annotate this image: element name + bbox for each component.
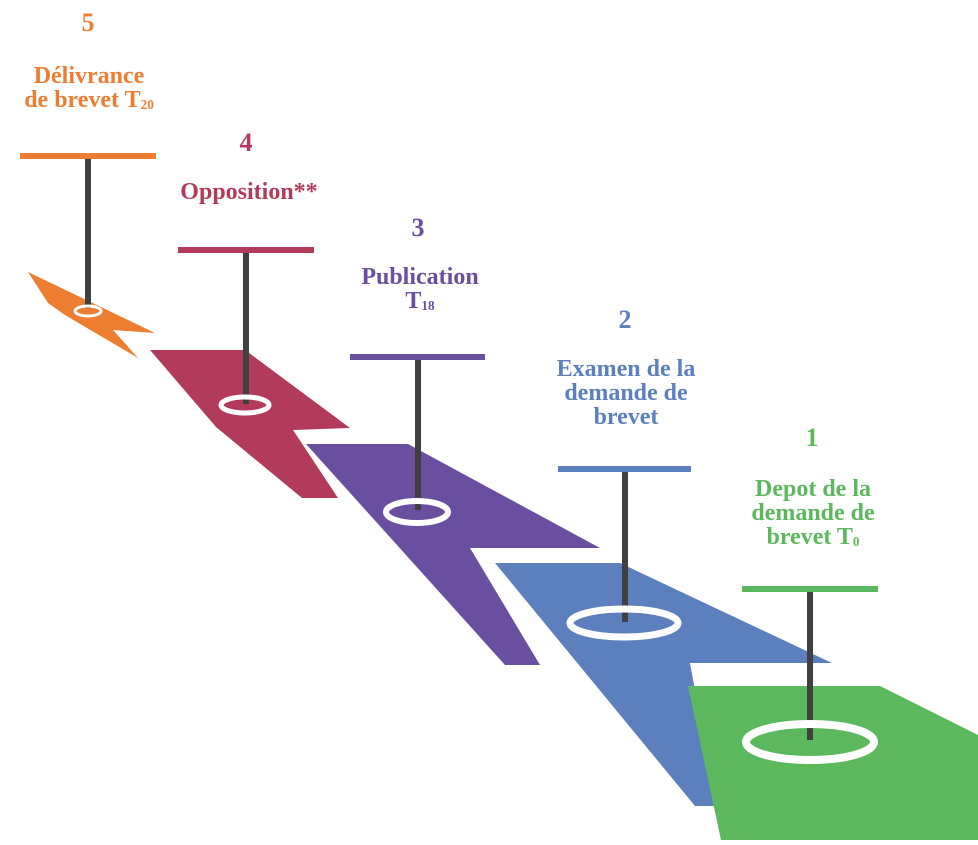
step-2-title: Examen de la demande de brevet	[530, 357, 722, 429]
step-1-base	[688, 686, 978, 840]
step-1-number: 1	[805, 423, 819, 452]
step-1-subscript: 0	[852, 533, 860, 549]
step-3-ring	[383, 498, 451, 526]
step-3-title-line2: T18	[405, 288, 435, 314]
step-2-title-line1: Examen de la	[556, 356, 696, 382]
step-4-chevron	[150, 350, 350, 498]
step-3-title: Publication T18	[335, 265, 505, 313]
step-3-title-line1: Publication	[361, 264, 479, 290]
step-5-title: Délivrance de brevet T20	[0, 64, 178, 112]
step-2-chevron	[495, 563, 832, 806]
step-3-chevron	[306, 444, 600, 665]
step-3-number: 3	[411, 213, 425, 242]
step-2-title-line3: brevet	[593, 404, 659, 430]
step-1-title-line1: Depot de la	[755, 476, 871, 502]
step-3-subscript: 18	[421, 297, 435, 313]
step-1-title-line3: brevet T0	[766, 524, 860, 550]
step-1-title-line2: demande de	[751, 500, 875, 526]
step-2-title-line2: demande de	[564, 380, 688, 406]
step-2-ring	[566, 605, 682, 641]
step-4-title: Opposition**	[180, 179, 318, 205]
step-5-title-line1: Délivrance	[33, 63, 145, 89]
step-4-ring	[218, 394, 272, 416]
step-5-subscript: 20	[140, 96, 154, 112]
step-5-ring	[73, 304, 103, 318]
step-2-number: 2	[618, 305, 632, 334]
step-5-number: 5	[81, 8, 95, 37]
step-5-title-line2: de brevet T20	[24, 87, 154, 113]
step-4-number: 4	[239, 128, 253, 157]
step-1-ring	[742, 720, 878, 764]
step-1-title: Depot de la demande de brevet T0	[720, 477, 906, 549]
